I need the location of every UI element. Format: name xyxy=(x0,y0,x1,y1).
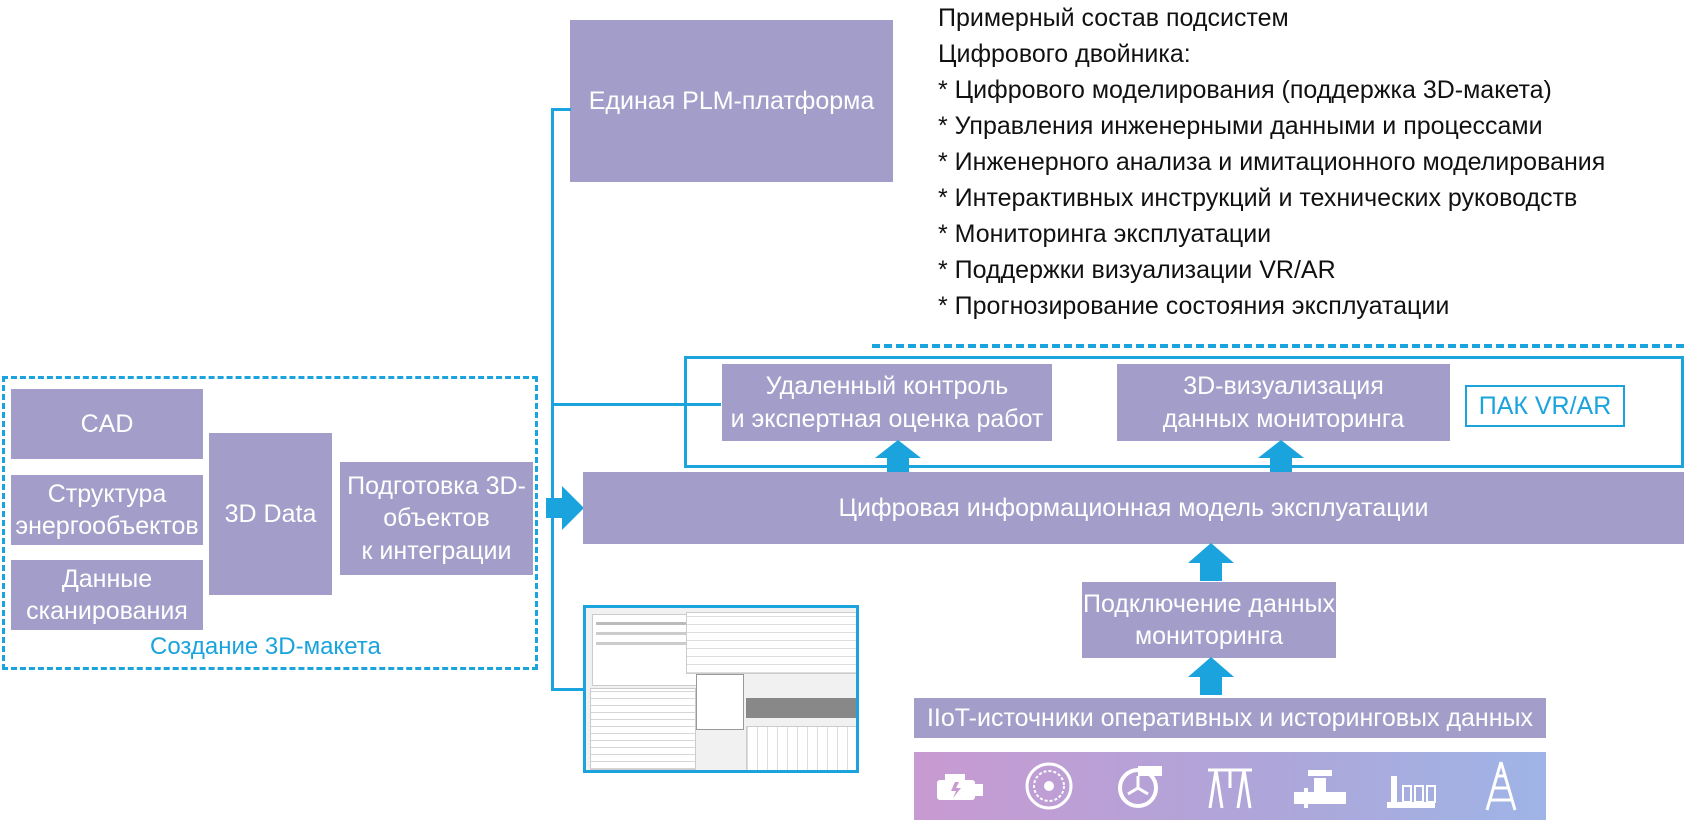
vr-ar-panel xyxy=(684,356,1684,468)
model3d-group xyxy=(2,376,538,670)
connector-to-docs xyxy=(551,688,586,691)
remote-control-box: Удаленный контроль и экспертная оценка р… xyxy=(722,364,1052,441)
factory-icon xyxy=(1386,776,1436,808)
iiot-sources-bar: IIoT-источники оперативных и историнговы… xyxy=(914,698,1546,738)
oil-rig-icon xyxy=(1485,761,1517,811)
pump-icon xyxy=(1117,766,1162,808)
arrow-up-icon xyxy=(1188,543,1234,581)
cad-box: CAD xyxy=(11,389,203,459)
arrow-up-icon xyxy=(1188,657,1234,695)
documents-collage-image xyxy=(583,605,859,773)
turbine-icon xyxy=(1025,762,1073,810)
notes-item: * Цифрового моделирования (поддержка 3D-… xyxy=(938,76,1552,104)
notes-title-line1: Примерный состав подсистем xyxy=(938,4,1289,32)
plm-platform-box: Единая PLM-платформа xyxy=(570,20,893,182)
subsystems-notes: Примерный состав подсистем Цифрового дво… xyxy=(938,0,1605,324)
scan-data-box: Данные сканирования xyxy=(11,560,203,630)
valve-pipe-icon xyxy=(1294,770,1347,808)
data3d-box: 3D Data xyxy=(209,433,332,595)
engine-icon xyxy=(937,774,984,800)
notes-dashed-divider xyxy=(872,344,1684,348)
structure-box: Структура энергообъектов xyxy=(11,475,203,545)
model3d-group-label: Создание 3D-макета xyxy=(150,633,381,660)
iiot-icons-band xyxy=(914,752,1546,820)
notes-item: * Инженерного анализа и имитационного мо… xyxy=(938,148,1606,176)
notes-title-line2: Цифрового двойника: xyxy=(938,40,1191,68)
cimo-bar: Цифровая информационная модель эксплуата… xyxy=(583,472,1684,544)
prep-objects-box: Подготовка 3D- объектов к интеграции xyxy=(340,462,533,575)
notes-item: * Мониторинга эксплуатации xyxy=(938,220,1272,248)
notes-item: * Управления инженерными данными и проце… xyxy=(938,112,1543,140)
notes-item: * Поддержки визуализации VR/AR xyxy=(938,256,1336,284)
connector-vertical xyxy=(551,108,554,690)
arrow-up-icon xyxy=(875,440,921,474)
visualization-box: 3D-визуализация данных мониторинга xyxy=(1117,364,1450,441)
power-line-icon xyxy=(1207,768,1252,809)
pak-vr-ar-label: ПАК VR/AR xyxy=(1465,385,1625,427)
notes-item: * Интерактивных инструкций и технических… xyxy=(938,184,1578,212)
monitoring-connection-box: Подключение данных мониторинга xyxy=(1082,582,1336,658)
notes-item: * Прогнозирование состояния эксплуатации xyxy=(938,292,1450,320)
arrow-up-icon xyxy=(1258,440,1304,474)
connector-to-plm xyxy=(551,108,571,111)
connector-to-vr xyxy=(551,403,721,406)
arrow-right-icon xyxy=(546,486,584,530)
